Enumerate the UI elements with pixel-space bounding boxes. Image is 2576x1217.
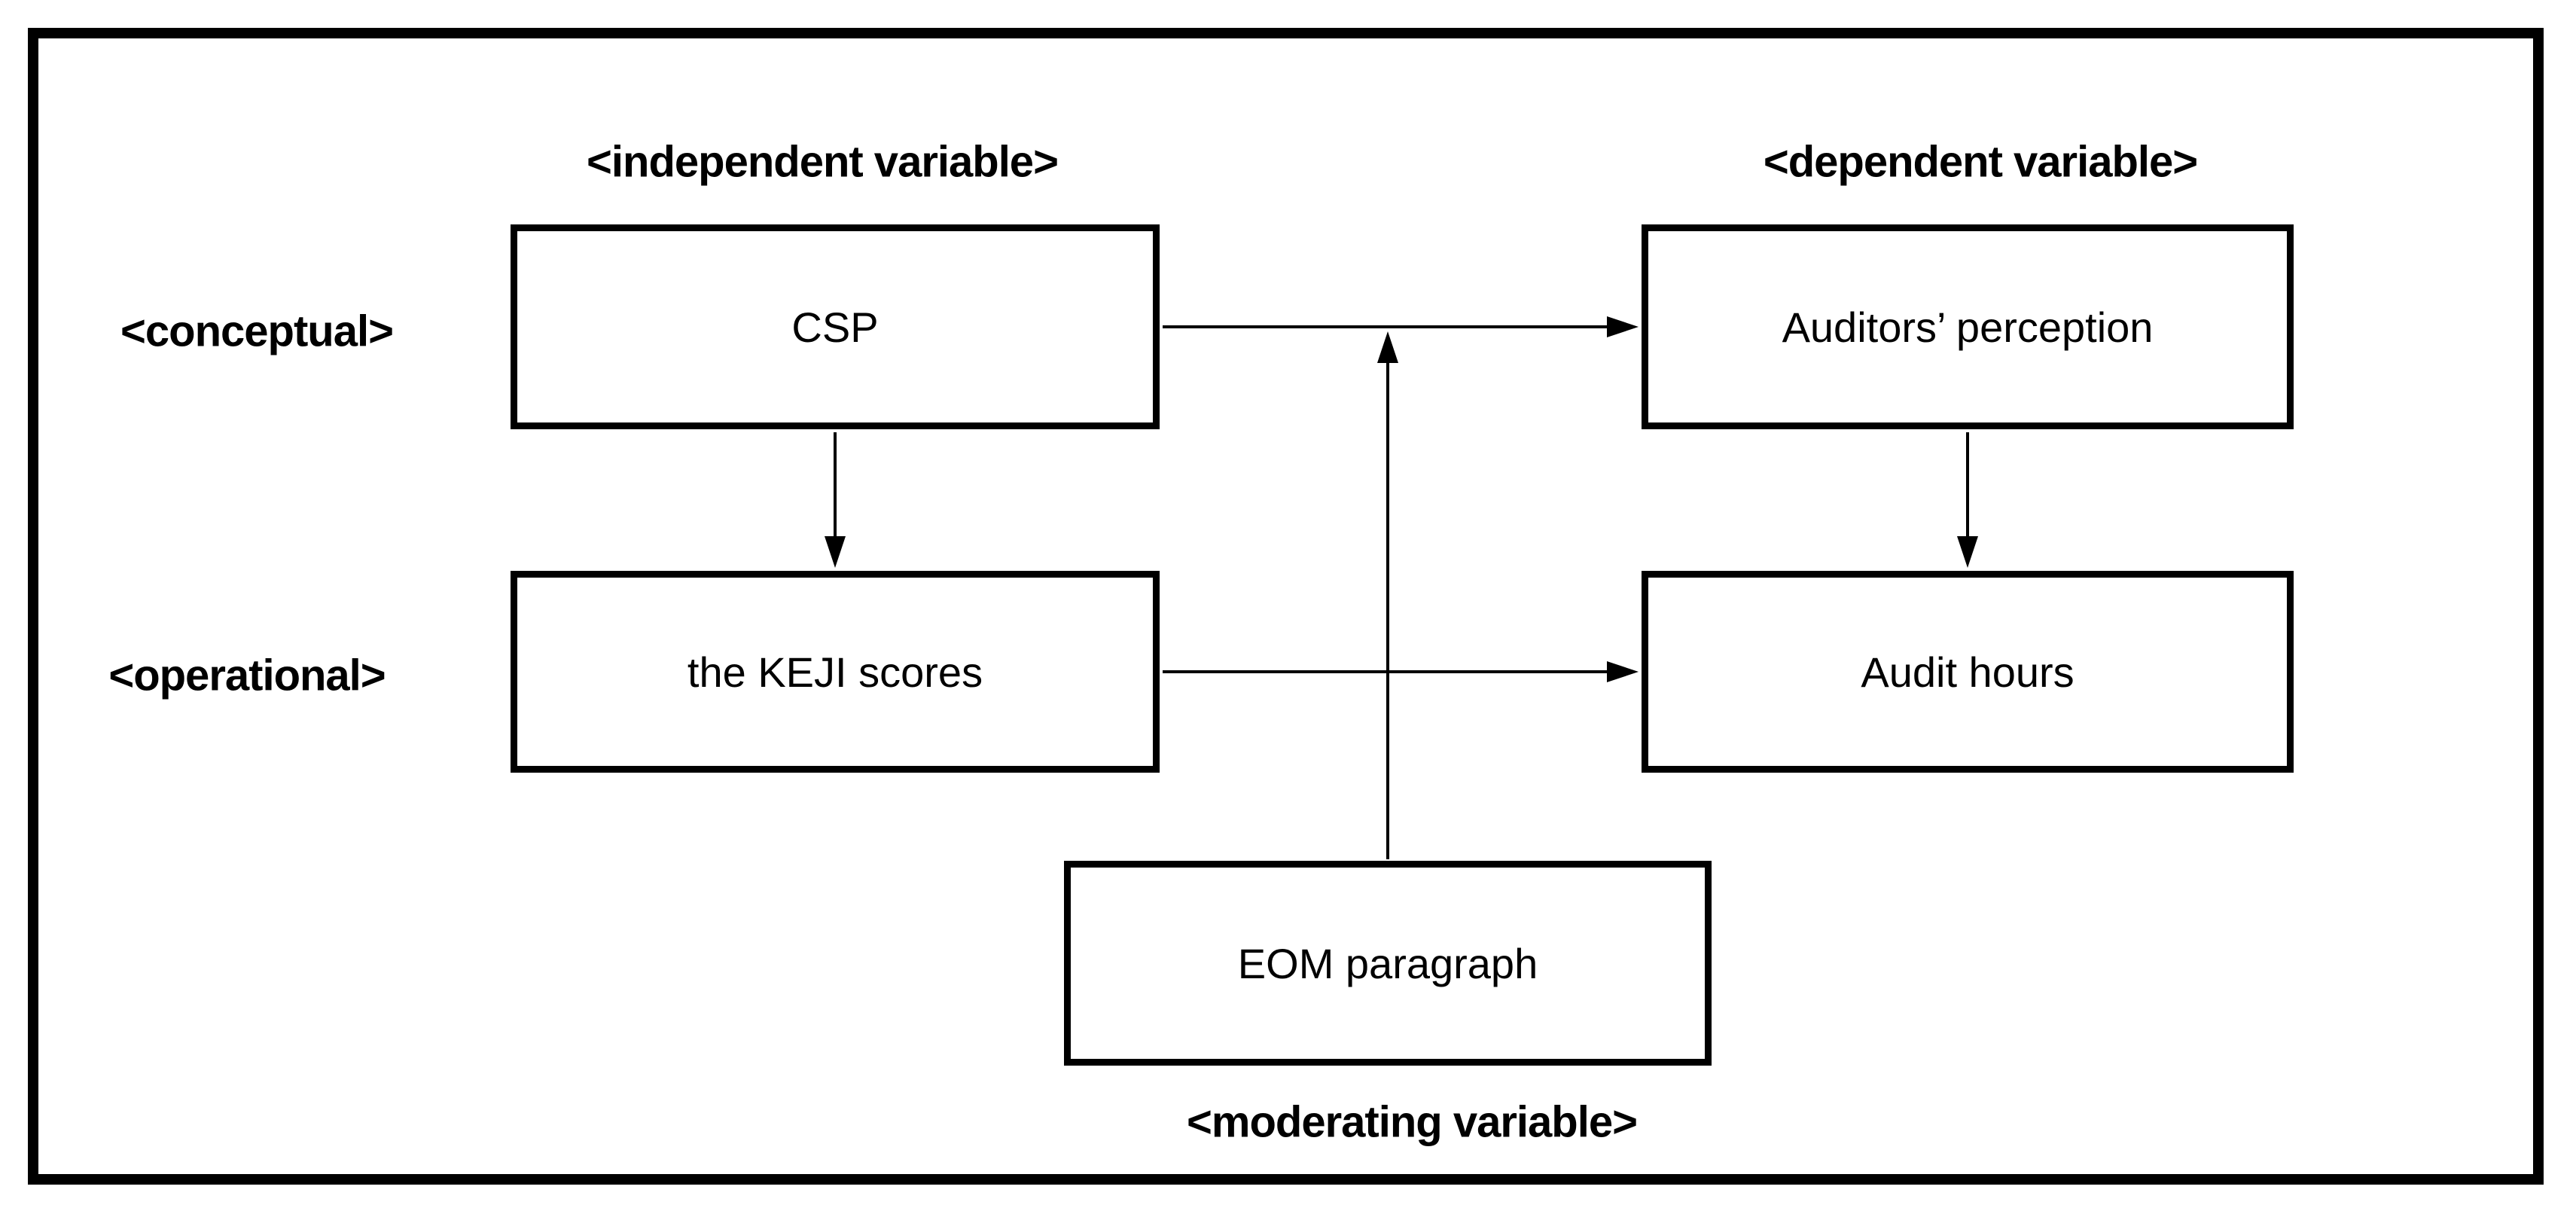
arrow-auditors-perception-to-audit-hours (1957, 432, 1978, 568)
eom-paragraph-box: EOM paragraph (1064, 861, 1712, 1066)
audit-hours-box-label: Audit hours (1861, 648, 2075, 696)
arrow-csp-to-auditors-perception (1163, 316, 1639, 337)
keji-scores-box-label: the KEJI scores (687, 648, 983, 696)
auditors-perception-box: Auditors’ perception (1642, 224, 2294, 429)
csp-box: CSP (511, 224, 1160, 429)
label-conceptual: <conceptual> (120, 307, 394, 356)
label-operational: <operational> (108, 651, 386, 700)
keji-scores-box: the KEJI scores (511, 571, 1160, 773)
audit-hours-box: Audit hours (1642, 571, 2294, 773)
label-independent-variable: <independent variable> (587, 137, 1059, 187)
arrow-keji-scores-to-audit-hours (1163, 661, 1639, 682)
label-moderating-variable: <moderating variable> (1187, 1097, 1638, 1147)
arrow-eom-paragraph-moderating (1377, 331, 1398, 859)
label-dependent-variable: <dependent variable> (1763, 137, 2198, 187)
diagram-outer-frame (28, 28, 2544, 1185)
arrow-csp-to-keji-scores (825, 432, 846, 568)
auditors-perception-box-label: Auditors’ perception (1782, 303, 2154, 351)
eom-paragraph-box-label: EOM paragraph (1237, 939, 1538, 987)
csp-box-label: CSP (791, 303, 879, 351)
